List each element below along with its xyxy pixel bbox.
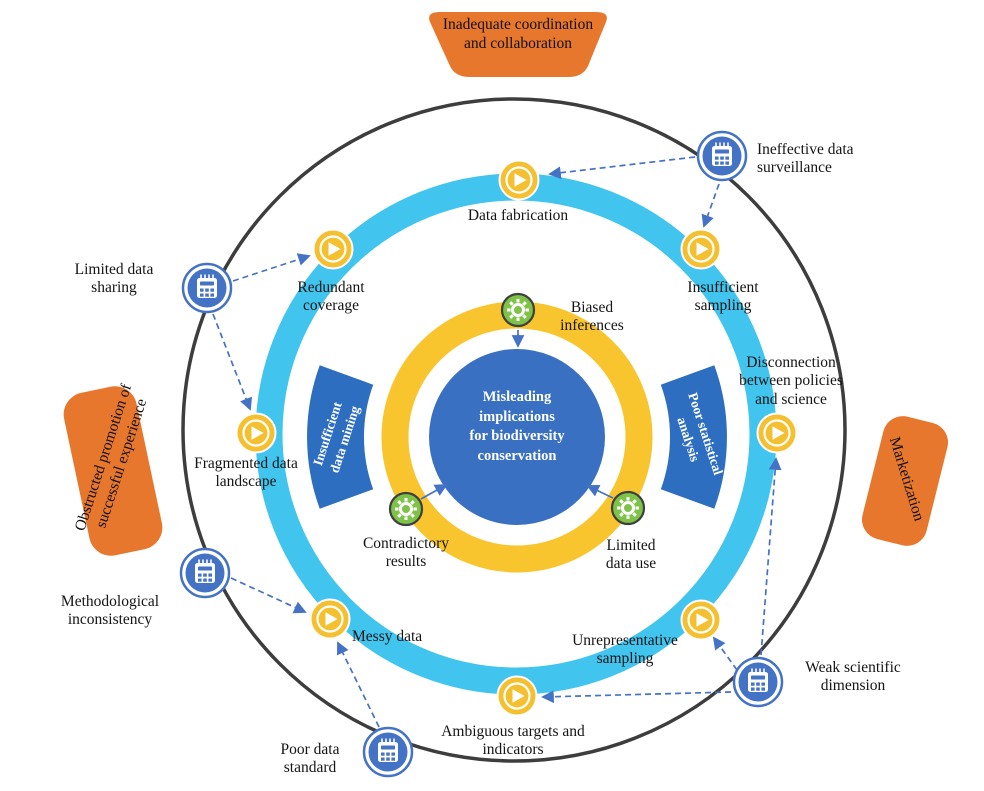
arrow-sharing-to-redundant [232,253,311,282]
external-label-inadequate-coordination: Inadequate coordination and collaboratio… [442,16,594,52]
play-icon-data-fabrication [498,159,540,201]
label-redundant-coverage: Redundant coverage [297,279,365,315]
label-weak-scientific-dimension: Weak scientific dimension [805,659,901,695]
notebook-icon-poor-standard [362,726,414,778]
play-icon-ambiguous-targets [496,675,538,717]
banner-poor-statistical-analysis [660,365,727,509]
dashed-arrows [212,156,782,728]
blob-inadequate-coordination [429,12,607,77]
gear-icon-biased-inferences [500,292,536,328]
label-messy-data: Messy data [352,628,423,645]
gear-icon-limited-data-use [610,490,646,526]
label-ineffective-surveillance: Ineffective data surveillance [757,141,854,177]
arrow-standard-to-messy [337,641,380,728]
play-icon-messy-data [309,598,351,640]
arrow-methodological-to-messy [230,577,307,614]
label-fragmented-landscape: Fragmented data landscape [194,455,298,491]
label-limited-sharing: Limited data sharing [74,261,154,297]
inner-arrows [420,330,614,500]
label-insufficient-sampling: Insufficient sampling [687,279,759,315]
arrow-weak-to-disconnection [760,457,782,656]
gear-icon-contradictory-results [388,491,424,527]
label-data-fabrication: Data fabrication [467,207,569,224]
play-icon-insufficient-sampling [680,228,722,270]
notebook-icon-methodological [179,547,231,599]
label-limited-data-use: Limited data use [605,537,657,573]
play-icon-fragmented-landscape [235,412,277,454]
play-icon-disconnection [756,412,798,454]
notebook-icon-weak-scientific [732,656,784,708]
outer-boundary-circle [181,97,847,763]
center-circle [429,349,605,525]
arrow-weak-to-unrepresentative [712,636,738,671]
label-contradictory-results: Contradictory results [362,535,450,571]
label-disconnection: Disconnection between policies and scien… [739,354,843,408]
arrow-surveillance-to-sampling [701,183,720,228]
arrow-limiteduse-to-center [586,484,614,499]
notebook-icon-limited-sharing [181,262,233,314]
label-biased-inferences: Biased inferences [560,299,624,335]
label-poor-data-standard: Poor data standard [280,741,340,777]
play-icon-redundant-coverage [312,228,354,270]
arrow-weak-to-ambiguous [541,690,732,704]
label-unrepresentative-sampling: Unrepresentative sampling [572,632,678,668]
arrow-contradictory-to-center [420,484,448,500]
arrow-sharing-to-fragmented [212,313,253,411]
blob-obstructed-promotion [63,386,163,556]
notebook-icon-ineffective-surveillance [696,130,748,182]
arrow-surveillance-to-fabrication [548,156,696,180]
center-label: Misleading implications for biodiversity… [469,389,565,464]
blob-marketization [861,416,949,546]
label-ambiguous-targets: Ambiguous targets and indicators [441,723,585,759]
banner-insufficient-data-mining [307,365,374,509]
label-methodological-inconsistency: Methodological inconsistency [60,593,160,629]
